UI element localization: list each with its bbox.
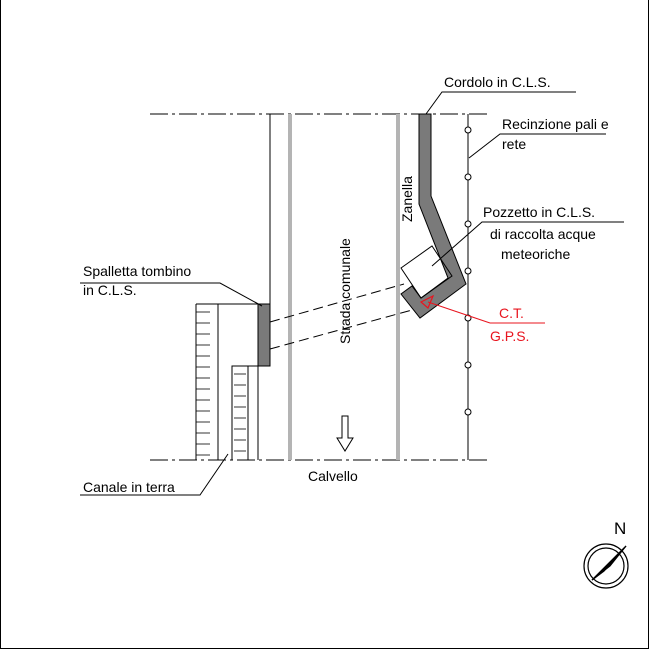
label-spalletta-1: Spalletta tombino xyxy=(83,263,191,279)
label-north: N xyxy=(614,519,626,538)
leader-lines xyxy=(80,91,624,496)
fence-post xyxy=(464,361,472,369)
culvert-abutment xyxy=(257,303,271,367)
fence-post xyxy=(464,173,472,181)
section-boundary-lines xyxy=(150,113,490,461)
survey-label-gps: G.P.S. xyxy=(490,328,529,344)
label-spalletta-2: in C.L.S. xyxy=(83,282,137,298)
labels: Cordolo in C.L.S. Recinzione pali e rete… xyxy=(83,74,626,538)
culvert-pipe xyxy=(269,283,413,350)
fence-post xyxy=(464,220,472,228)
leader-spalletta xyxy=(80,282,263,307)
leader-recinzione xyxy=(468,133,606,159)
leader-pozzetto xyxy=(431,221,624,267)
leader-cordolo xyxy=(425,91,576,115)
north-arrow-compass-icon xyxy=(583,543,629,589)
fence-post xyxy=(464,126,472,134)
triangle-marker-icon xyxy=(419,294,435,309)
concrete-curb xyxy=(400,113,467,319)
label-pozzetto-2: di raccolta acque xyxy=(490,226,596,242)
fence-posts xyxy=(464,126,472,416)
label-strada: Strada comunale xyxy=(337,238,353,344)
label-pozzetto-1: Pozzetto in C.L.S. xyxy=(483,204,595,220)
channel-hatching xyxy=(196,311,246,456)
survey-label-ct: C.T. xyxy=(499,305,524,321)
label-pozzetto-3: meteoriche xyxy=(501,246,570,262)
label-calvello: Calvello xyxy=(308,468,358,484)
survey-marker: C.T. G.P.S. xyxy=(419,294,545,344)
fence-post xyxy=(464,408,472,416)
label-cordolo: Cordolo in C.L.S. xyxy=(444,74,551,90)
leader-canale xyxy=(80,453,229,496)
label-zanella: Zanella xyxy=(399,176,415,222)
label-canale: Canale in terra xyxy=(83,479,175,495)
earth-channel xyxy=(195,303,259,460)
label-recinzione-1: Recinzione pali e xyxy=(502,116,609,132)
label-recinzione-2: rete xyxy=(502,136,526,152)
down-arrow-icon xyxy=(336,415,354,452)
fence-post xyxy=(464,267,472,275)
collection-well xyxy=(400,245,453,299)
road-edges xyxy=(288,114,400,460)
